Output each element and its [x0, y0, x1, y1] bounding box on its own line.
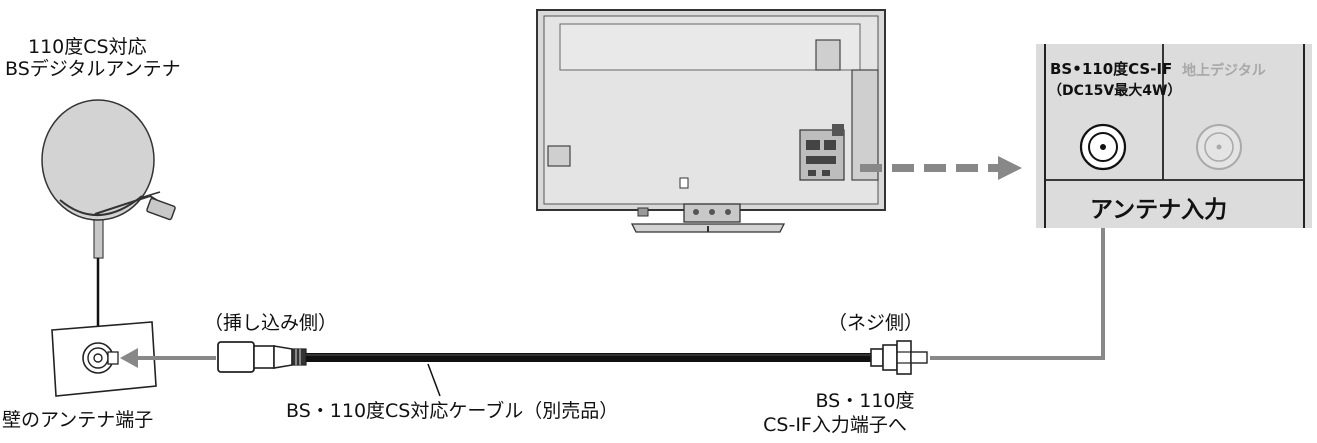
target-label-line1: BS・110度: [815, 390, 915, 412]
target-label-line2: CS-IF入力端子へ: [763, 414, 907, 436]
cable-name-label: BS・110度CS対応ケーブル（別売品）: [286, 400, 619, 422]
terrestrial-label: 地上デジタル: [1182, 63, 1266, 79]
satellite-antenna-icon: [41, 99, 176, 328]
antenna-input-panel: [1036, 44, 1312, 228]
terrestrial-input-port-icon: [1196, 124, 1242, 170]
antenna-label-line2: BSデジタルアンテナ: [5, 58, 181, 80]
power-spec-label: （DC15V最大4W）: [1048, 83, 1182, 99]
bs-cs-if-input-port-icon: [1079, 123, 1127, 171]
bs-cs-cable-icon: [217, 340, 928, 397]
arrow-to-wall-icon: [120, 348, 216, 368]
dashed-arrow-icon: [860, 156, 1022, 180]
antenna-input-title: アンテナ入力: [1090, 197, 1228, 223]
wall-outlet-icon: [51, 321, 157, 397]
insert-side-label: （挿し込み側）: [204, 312, 338, 334]
bs-cs-if-label: BS•110度CS-IF: [1050, 60, 1173, 78]
tv-back-icon: [536, 9, 886, 233]
wall-outlet-label: 壁のアンテナ端子: [2, 409, 154, 431]
antenna-label-line1: 110度CS対応: [28, 36, 147, 58]
screw-side-label: （ネジ側）: [828, 312, 924, 334]
